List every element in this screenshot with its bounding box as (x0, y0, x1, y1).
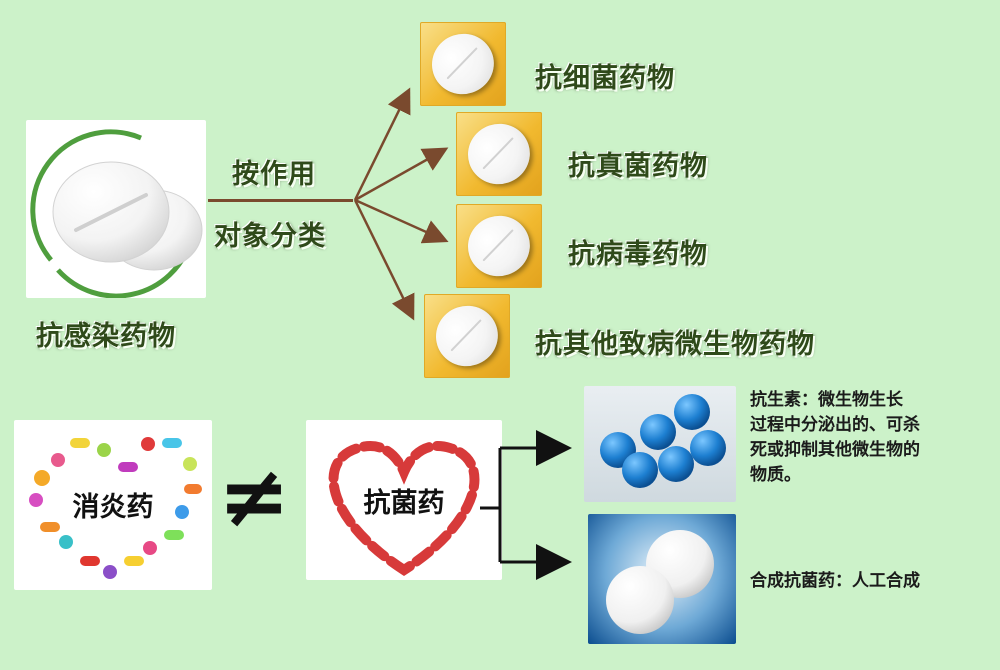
antibiotic-line-1: 抗生素：微生物生长 (750, 390, 903, 410)
synthetic-image (588, 514, 736, 644)
pill-icon (428, 297, 506, 375)
arrow-icon (353, 87, 411, 201)
pill-icon (424, 25, 502, 103)
arrow-icon (354, 147, 449, 202)
category-thumb-2 (456, 112, 542, 196)
category-label-4: 抗其他致病微生物药物 (535, 329, 815, 360)
branch-arrows (353, 87, 449, 321)
category-label-3: 抗病毒药物 (568, 239, 708, 270)
category-thumb-3 (456, 204, 542, 288)
pill-icon (30, 129, 203, 299)
center-label: 抗菌药 (364, 487, 445, 519)
antibiotic-description: 抗生素：微生物生长 过程中分泌出的、可杀 死或抑制其他微生物的 物质。 (750, 388, 990, 488)
heart-pills-icon: 消炎药 (29, 437, 202, 579)
heart-image-center: 抗菌药 (306, 420, 502, 580)
antibiotic-line-4: 物质。 (750, 465, 801, 485)
antibiotic-image (584, 386, 736, 502)
not-equal-sign: ≠ (218, 447, 291, 547)
category-label-1: 抗细菌药物 (535, 63, 675, 94)
antibiotic-line-2: 过程中分泌出的、可杀 (750, 415, 920, 435)
classify-divider (208, 199, 353, 202)
pill-icon (460, 207, 538, 285)
main-pill-image (26, 120, 206, 299)
category-label-2: 抗真菌药物 (568, 151, 708, 182)
antibiotic-line-3: 死或抑制其他微生物的 (750, 440, 920, 460)
pill-icon (460, 115, 538, 193)
category-thumb-1 (420, 22, 506, 106)
split-arrows (480, 430, 572, 580)
left-label: 消炎药 (73, 492, 154, 523)
heart-pills-icon: 抗菌药 (328, 441, 480, 576)
classify-label-line1: 按作用 (232, 159, 316, 190)
arrow-icon (354, 198, 449, 244)
main-label: 抗感染药物 (36, 321, 176, 352)
blue-pills-icon (600, 394, 726, 488)
white-pills-icon (606, 530, 714, 634)
synthetic-description: 合成抗菌药：人工合成 (750, 571, 920, 591)
heart-image-left: 消炎药 (14, 420, 212, 590)
arrow-icon (353, 199, 415, 321)
category-thumb-4 (424, 294, 510, 378)
classify-label-line2: 对象分类 (214, 221, 326, 252)
